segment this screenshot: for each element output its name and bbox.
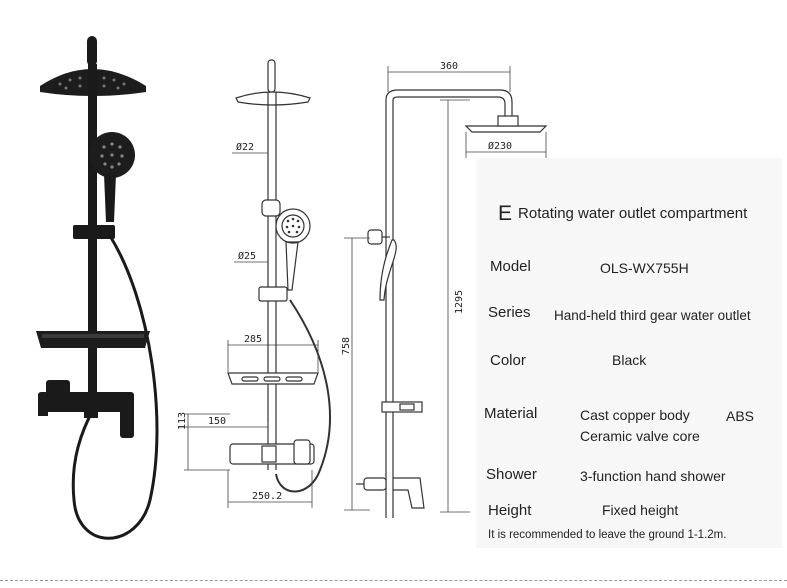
value-shower: 3-function hand shower xyxy=(580,468,726,484)
value-material-2: Ceramic valve core xyxy=(580,428,700,444)
value-material-extra: ABS xyxy=(726,408,755,424)
dim-d25: Ø25 xyxy=(238,250,256,262)
value-material: Cast copper body xyxy=(580,407,690,423)
shower-product-photo xyxy=(36,36,159,540)
section-letter: E xyxy=(498,202,513,225)
label-material: Material xyxy=(484,405,538,422)
dim-150: 150 xyxy=(208,416,226,427)
spec-title: E Rotating water outlet compartment xyxy=(498,202,747,226)
dim-250: 250.2 xyxy=(252,491,282,502)
label-series: Series xyxy=(488,304,531,321)
label-shower: Shower xyxy=(486,466,537,483)
value-series: Hand-held third gear water outlet xyxy=(554,308,751,323)
label-height: Height xyxy=(488,502,532,519)
side-view-drawing xyxy=(356,89,548,518)
dim-d22: Ø22 xyxy=(236,141,254,153)
front-view-drawing xyxy=(227,59,331,493)
value-height: Fixed height xyxy=(602,502,679,518)
value-color: Black xyxy=(612,352,647,368)
label-model: Model xyxy=(490,258,531,275)
dimension-lines xyxy=(178,66,547,513)
dimension-labels: Ø22 Ø25 285 150 113 250.2 360 Ø230 758 1… xyxy=(177,61,512,502)
section-title: Rotating water outlet compartment xyxy=(518,205,748,222)
dim-285: 285 xyxy=(244,334,262,345)
dim-758: 758 xyxy=(341,337,352,355)
spec-panel: E Rotating water outlet compartment Model… xyxy=(476,158,782,548)
dim-d230: Ø230 xyxy=(488,140,512,152)
label-color: Color xyxy=(490,352,526,369)
installation-note: It is recommended to leave the ground 1-… xyxy=(488,529,727,541)
dim-113: 113 xyxy=(177,412,188,430)
dim-360: 360 xyxy=(440,61,458,72)
dim-1295: 1295 xyxy=(454,290,465,314)
value-model: OLS-WX755H xyxy=(600,260,689,276)
bottom-divider xyxy=(0,580,787,581)
